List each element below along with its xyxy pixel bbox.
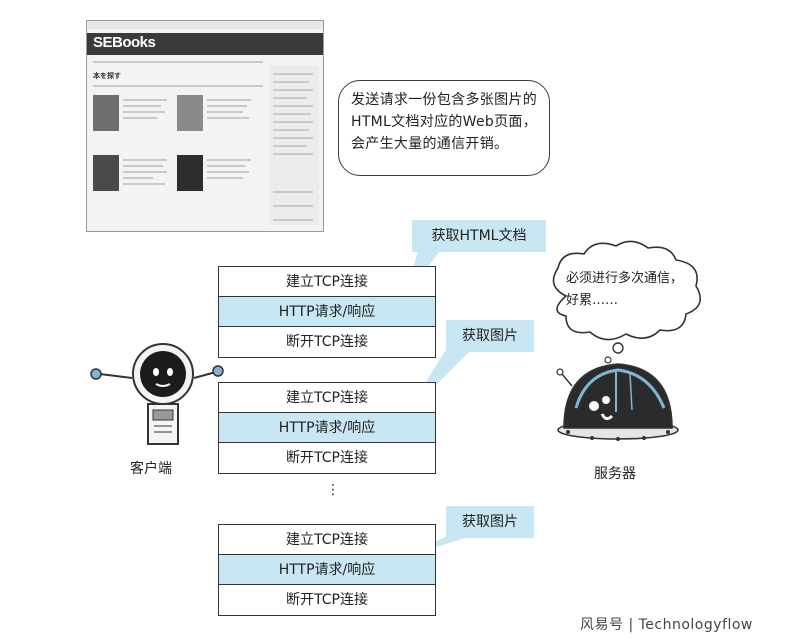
screenshot-heading: 本を探す	[93, 72, 121, 80]
row-http: HTTP请求/响应	[219, 555, 435, 585]
callout-get-image-2: 获取图片	[446, 506, 534, 538]
screenshot-line	[123, 99, 167, 101]
continuation-dots: ⋮	[326, 482, 340, 498]
screenshot-line	[93, 61, 263, 63]
book-cover-thumbnail	[93, 155, 119, 191]
explanation-bubble: 发送请求一份包含多张图片的HTML文档对应的Web页面，会产生大量的通信开销。	[338, 80, 550, 176]
row-tcp-open: 建立TCP连接	[219, 383, 435, 413]
client-label: 客户端	[130, 461, 172, 477]
screenshot-topbar	[87, 21, 323, 29]
screenshot-line	[123, 117, 157, 119]
screenshot-line	[123, 183, 165, 185]
screenshot-line	[273, 205, 313, 207]
screenshot-line	[207, 177, 243, 179]
screenshot-line	[273, 137, 313, 139]
explanation-text: 发送请求一份包含多张图片的HTML文档对应的Web页面，会产生大量的通信开销。	[351, 92, 537, 152]
screenshot-line	[273, 129, 309, 131]
screenshot-line	[273, 97, 307, 99]
screenshot-brand-bar	[87, 33, 323, 55]
screenshot-line	[207, 159, 251, 161]
row-tcp-open: 建立TCP连接	[219, 525, 435, 555]
screenshot-line	[273, 191, 313, 193]
server-dome-icon	[556, 363, 679, 441]
screenshot-line	[123, 171, 167, 173]
screenshot-line	[273, 145, 307, 147]
screenshot-line	[273, 153, 313, 155]
screenshot-line	[273, 113, 311, 115]
screenshot-brand: SEBooks	[93, 34, 156, 51]
screenshot-line	[123, 165, 163, 167]
row-http: HTTP请求/响应	[219, 297, 435, 327]
screenshot-line	[207, 105, 247, 107]
webpage-screenshot: SEBooks 本を探す	[86, 20, 324, 232]
screenshot-line	[207, 117, 249, 119]
row-tcp-open: 建立TCP连接	[219, 267, 435, 297]
screenshot-line	[273, 73, 313, 75]
screenshot-line	[207, 165, 245, 167]
screenshot-line	[273, 219, 313, 221]
connection-stack-3: 建立TCP连接 HTTP请求/响应 断开TCP连接	[218, 524, 436, 616]
screenshot-line	[123, 159, 167, 161]
screenshot-line	[123, 105, 161, 107]
client-robot-icon	[90, 343, 224, 445]
server-label: 服务器	[594, 466, 636, 482]
thought-cloud-icon	[552, 240, 702, 364]
screenshot-line	[207, 171, 249, 173]
screenshot-line	[123, 177, 153, 179]
connection-stack-2: 建立TCP连接 HTTP请求/响应 断开TCP连接	[218, 382, 436, 474]
row-tcp-close: 断开TCP连接	[286, 450, 368, 466]
callout-get-image-1: 获取图片	[446, 320, 534, 352]
callout-get-html: 获取HTML文档	[412, 220, 546, 252]
screenshot-line	[123, 111, 165, 113]
book-cover-thumbnail	[177, 155, 203, 191]
server-thought-line-1: 必须进行多次通信，	[566, 271, 684, 286]
screenshot-line	[273, 81, 309, 83]
screenshot-line	[273, 121, 313, 123]
server-thought-line-2: 好累……	[566, 293, 619, 308]
watermark: 风易号 | Technologyflow	[580, 617, 753, 633]
screenshot-line	[273, 105, 313, 107]
connection-stack-1: 建立TCP连接 HTTP请求/响应 断开TCP连接	[218, 266, 436, 358]
row-tcp-close: 断开TCP连接	[286, 592, 368, 608]
row-tcp-close: 断开TCP连接	[286, 334, 368, 350]
screenshot-line	[207, 111, 243, 113]
row-http: HTTP请求/响应	[219, 413, 435, 443]
screenshot-line	[93, 85, 263, 87]
screenshot-line	[207, 99, 251, 101]
screenshot-line	[273, 89, 313, 91]
book-cover-thumbnail	[177, 95, 203, 131]
book-cover-thumbnail	[93, 95, 119, 131]
